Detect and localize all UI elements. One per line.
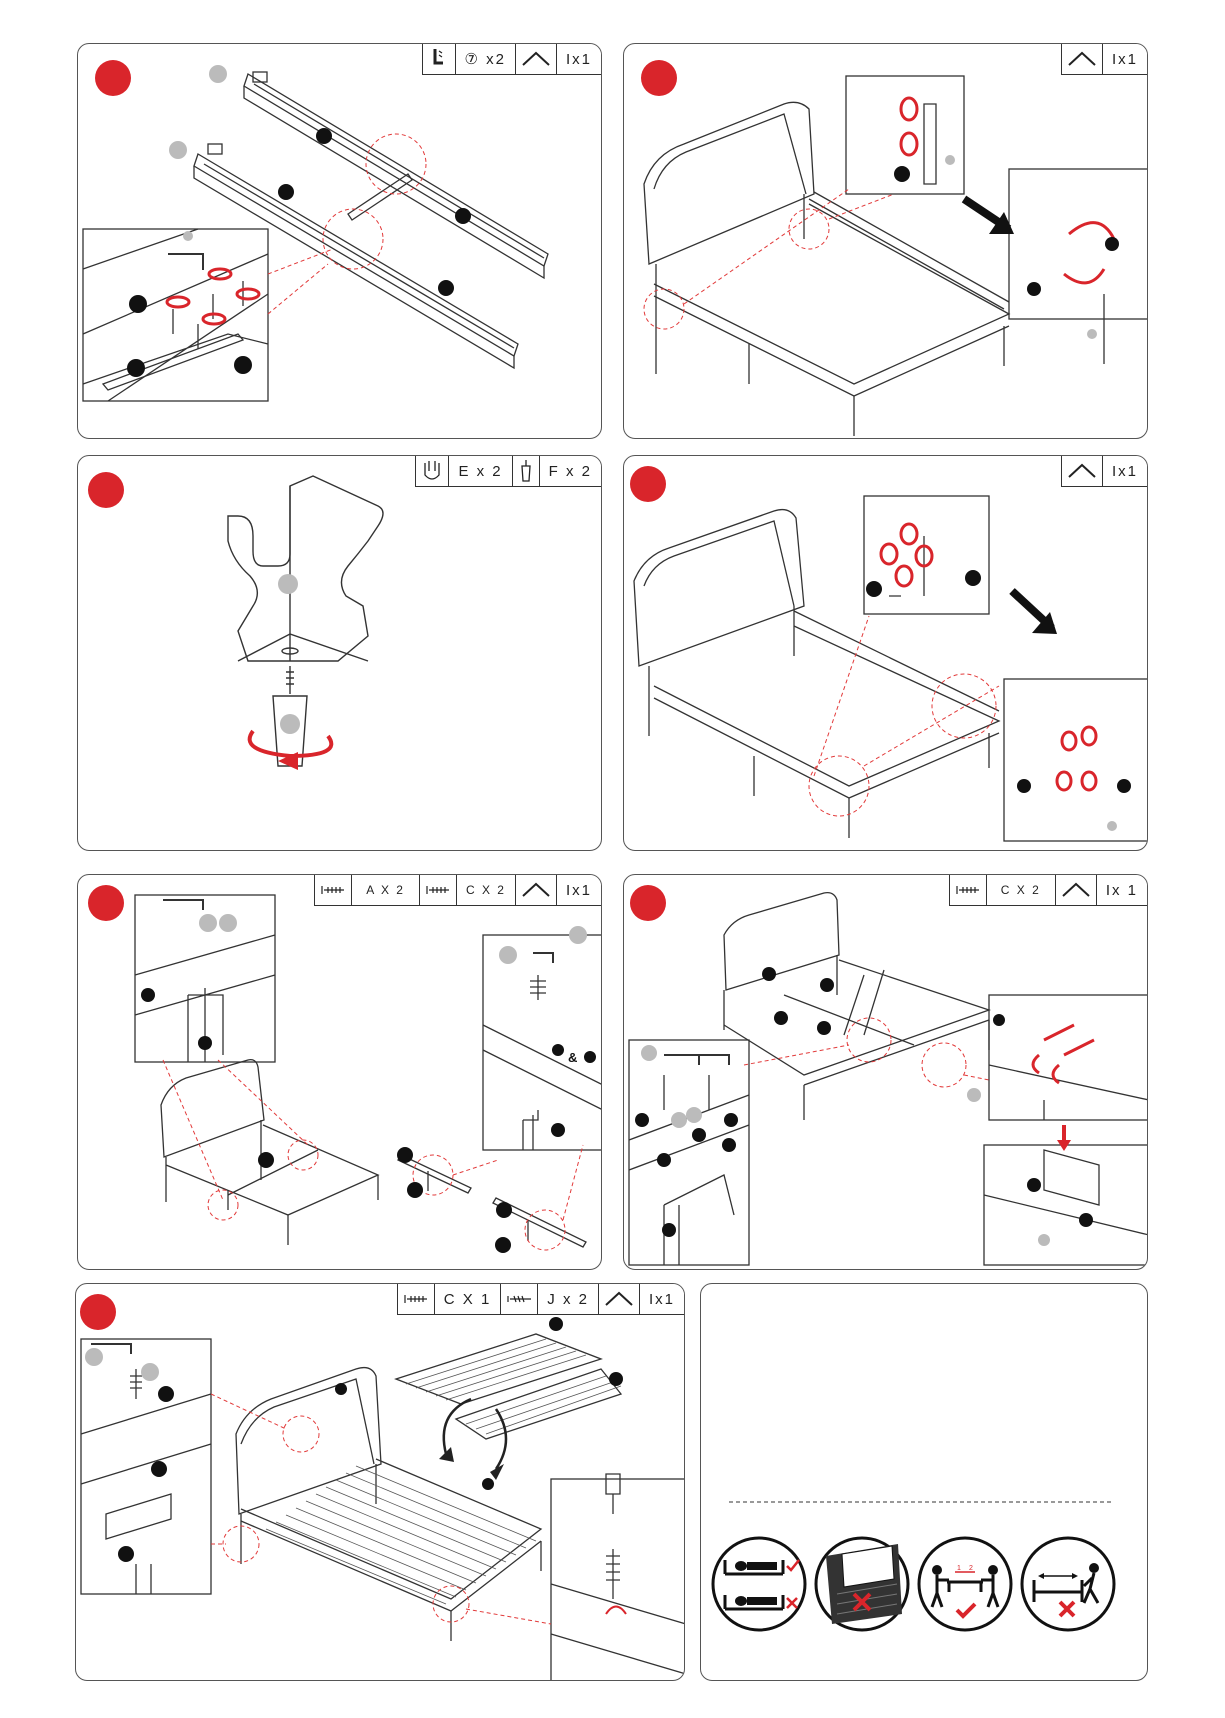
step-5-illustration: & (78, 875, 602, 1270)
step-2-illustration (624, 44, 1148, 439)
bed-usage-icon (713, 1538, 805, 1630)
step-3-panel: E x 2 F x 2 (77, 455, 602, 851)
arrow-number-2: 2 (969, 1565, 973, 1572)
step-7-illustration (76, 1284, 685, 1681)
step-6-illustration (624, 875, 1148, 1270)
lift-correctly-icon: 1 2 (919, 1538, 1011, 1630)
step-4-panel: Ix1 (623, 455, 1148, 851)
no-standing-icon (816, 1538, 908, 1630)
step-3-illustration (78, 456, 602, 851)
step-2-panel: Ix1 (623, 43, 1148, 439)
no-dragging-icon (1022, 1538, 1114, 1630)
ampersand-label: & (568, 1050, 577, 1065)
step-7-panel: C X 1 J x 2 Ix1 (75, 1283, 685, 1681)
step-4-illustration (624, 456, 1148, 851)
step-1-panel: ⑦ x2 Ix1 (77, 43, 602, 439)
safety-illustration: 1 2 (701, 1284, 1148, 1681)
safety-notes-panel: 1 2 (700, 1283, 1148, 1681)
arrow-number-1: 1 (957, 1565, 961, 1572)
step-1-illustration (78, 44, 602, 439)
step-5-panel: A X 2 C X 2 Ix1 (77, 874, 602, 1270)
step-6-panel: C X 2 Ix 1 (623, 874, 1148, 1270)
